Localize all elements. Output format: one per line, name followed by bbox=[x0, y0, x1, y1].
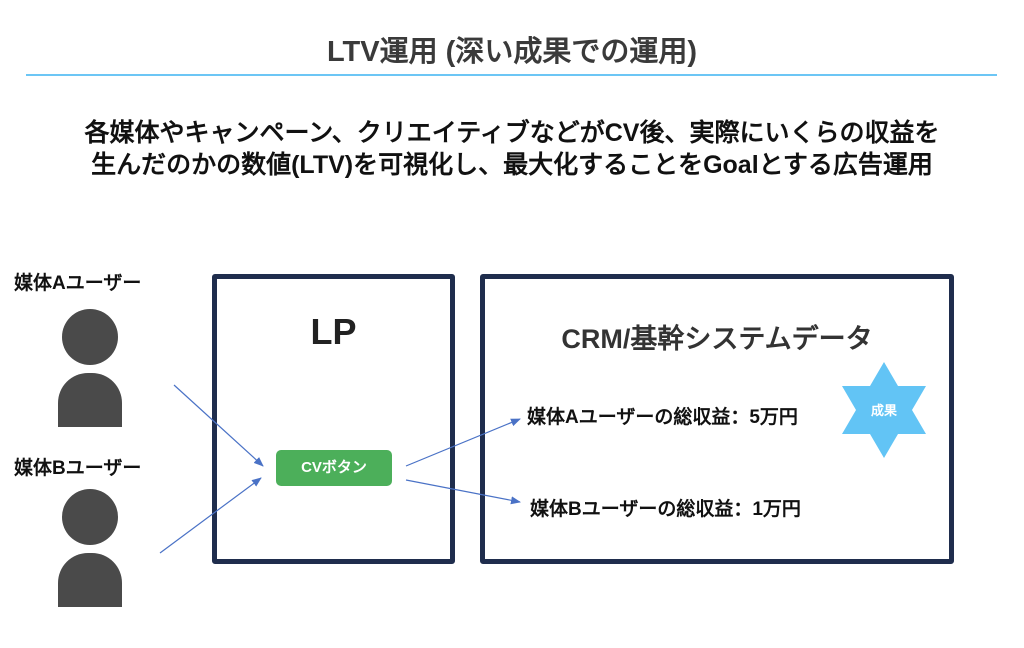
user-b-label: 媒体Bユーザー bbox=[14, 458, 142, 479]
six-point-star-icon bbox=[842, 362, 926, 458]
person-head bbox=[62, 489, 118, 545]
person-body bbox=[58, 553, 122, 607]
lp-title: LP bbox=[310, 311, 357, 352]
person-icon bbox=[58, 309, 122, 427]
badge-label: 成果 bbox=[870, 403, 897, 418]
person-head bbox=[62, 309, 118, 365]
crm-title: CRM/基幹システムデータ bbox=[561, 324, 873, 354]
person-icon bbox=[58, 489, 122, 607]
user-a-label: 媒体Aユーザー bbox=[14, 273, 142, 294]
subtitle-line-1: 各媒体やキャンペーン、クリエイティブなどがCV後、実際にいくらの収益を bbox=[84, 119, 940, 147]
subtitle: 各媒体やキャンペーン、クリエイティブなどがCV後、実際にいくらの収益を 生んだの… bbox=[0, 117, 1024, 181]
title-divider bbox=[26, 74, 997, 76]
revenue-row-b: 媒体Bユーザーの総収益：1万円 bbox=[530, 499, 801, 520]
lp-box: LP bbox=[212, 274, 455, 564]
page-title: LTV運用 (深い成果での運用) bbox=[327, 36, 697, 68]
cv-button[interactable]: CVボタン bbox=[276, 450, 392, 486]
revenue-row-a: 媒体Aユーザーの総収益：5万円 bbox=[527, 407, 798, 428]
subtitle-line-2: 生んだのかの数値(LTV)を可視化し、最大化することをGoalとする広告運用 bbox=[91, 151, 933, 179]
person-body bbox=[58, 373, 122, 427]
